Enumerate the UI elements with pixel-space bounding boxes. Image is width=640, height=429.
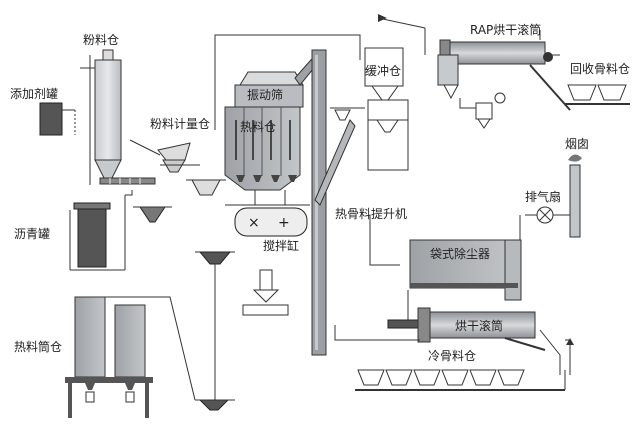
hot-storage-silo-label: 热料筒仓 bbox=[14, 339, 62, 354]
hot-elevator-label: 热骨料提升机 bbox=[335, 206, 407, 221]
powder-silo-label: 粉料仓 bbox=[83, 33, 119, 47]
mixer: × + bbox=[225, 190, 310, 237]
hot-aggregate-bin-label: 热料仓 bbox=[240, 120, 276, 134]
svg-text:×: × bbox=[248, 215, 260, 231]
additive-tank-label: 添加剂罐 bbox=[10, 86, 58, 101]
exhaust-fan-label: 排气扇 bbox=[525, 189, 561, 204]
return-duct bbox=[214, 34, 361, 130]
cold-bin-label: 冷骨料仓 bbox=[428, 349, 476, 363]
powder-scale bbox=[129, 139, 200, 173]
dryer-drum bbox=[334, 307, 574, 375]
bag-filter bbox=[369, 215, 522, 320]
rap-dryer bbox=[377, 14, 560, 129]
asphalt-tank-label: 沥青罐 bbox=[14, 227, 50, 241]
chimney bbox=[568, 154, 582, 238]
powder-silo bbox=[80, 49, 122, 185]
hot-aggregate-elevator bbox=[311, 49, 356, 356]
buffer-bin bbox=[330, 47, 409, 171]
recycled-bin-label: 回收骨料仓 bbox=[570, 62, 630, 76]
mixer-label: 搅拌缸 bbox=[263, 238, 299, 253]
aggregate-weigh-hopper bbox=[186, 179, 226, 196]
rap-feed-conveyor bbox=[529, 64, 571, 111]
recycled-bin bbox=[565, 84, 630, 105]
vibrating-screen-label: 振动筛 bbox=[247, 87, 283, 102]
cold-bin bbox=[355, 369, 566, 391]
bag-filter-label: 袋式除尘器 bbox=[430, 246, 490, 261]
svg-text:+: + bbox=[278, 215, 290, 231]
dryer-drum-label: 烘干滚筒 bbox=[455, 318, 503, 333]
skip-hopper bbox=[195, 251, 235, 402]
hot-storage-silo bbox=[65, 296, 235, 418]
rap-dryer-label: RAP烘干滚筒 bbox=[470, 22, 541, 37]
hot-aggregate-bin bbox=[224, 71, 304, 191]
additive-tank bbox=[39, 102, 76, 136]
chimney-label: 烟囱 bbox=[565, 137, 589, 151]
asphalt-weigh-hopper bbox=[133, 206, 172, 223]
buffer-bin-label: 缓冲仓 bbox=[365, 63, 401, 78]
exhaust-fan bbox=[525, 206, 570, 224]
powder-scale-label: 粉料计量仓 bbox=[150, 117, 210, 131]
mixer-discharge-arrow bbox=[242, 269, 289, 316]
asphalt-tank bbox=[69, 190, 133, 271]
powder-screw-conveyor bbox=[99, 177, 156, 185]
